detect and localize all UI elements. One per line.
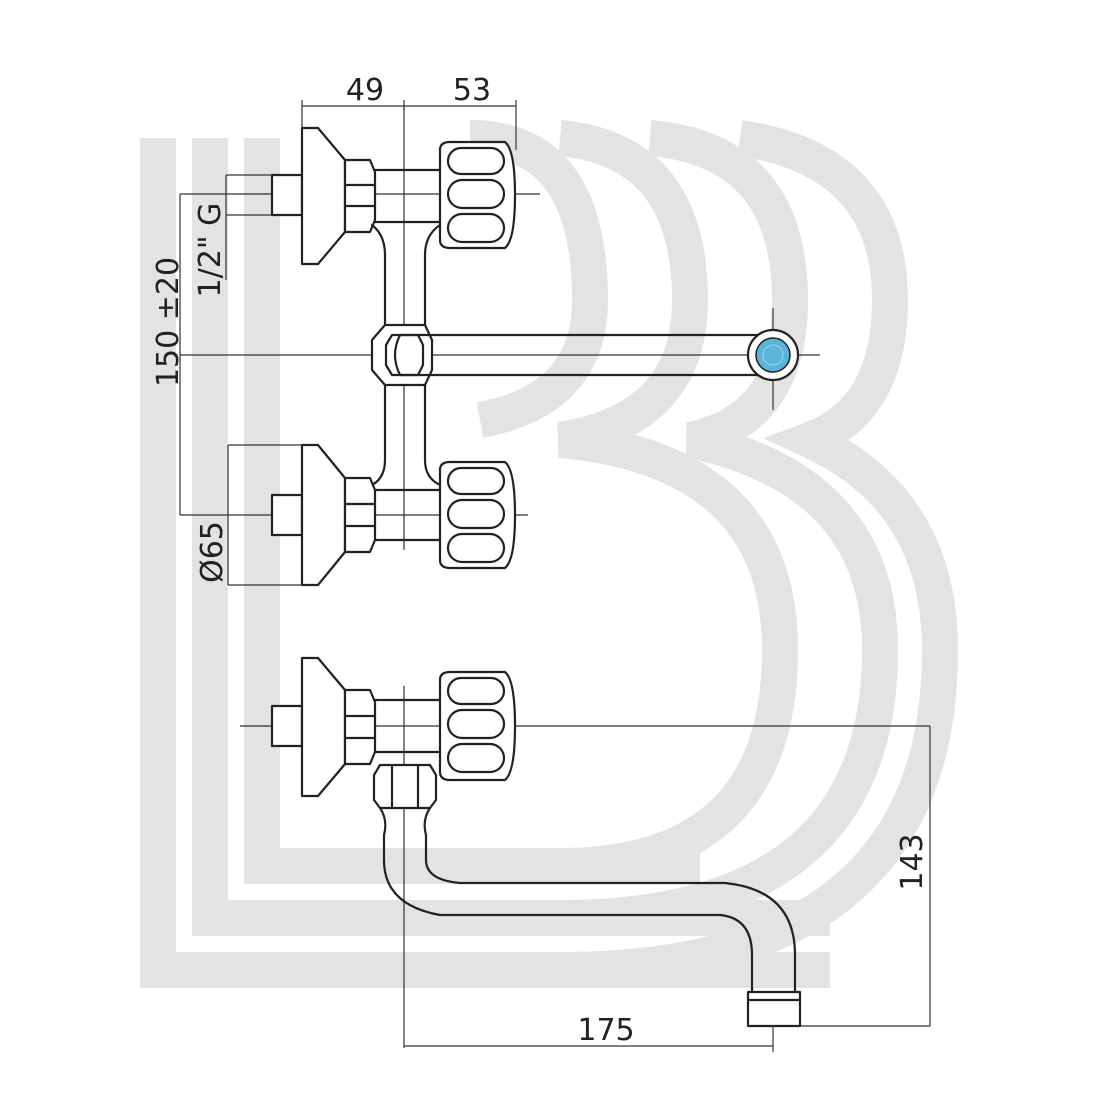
swivel-nut xyxy=(372,763,438,837)
label-diameter: Ø65 xyxy=(195,521,230,583)
dimension-175: 175 xyxy=(404,1013,774,1052)
top-inlet-assembly xyxy=(270,126,517,266)
aerator-mesh xyxy=(755,337,791,373)
front-handle xyxy=(438,670,517,782)
mixer-body xyxy=(370,223,442,487)
top-handle xyxy=(438,140,517,250)
watermark-logo xyxy=(140,120,959,988)
bottom-handle xyxy=(438,460,517,570)
dimension-thread: 1/2" G xyxy=(193,174,272,298)
dimension-143: 143 xyxy=(800,726,931,1027)
dimension-diameter: Ø65 xyxy=(195,444,302,586)
label-175: 175 xyxy=(577,1013,634,1048)
front-view: 143 175 xyxy=(240,656,931,1052)
dimension-53: 53 xyxy=(404,73,517,150)
dimension-150: 150 ±20 xyxy=(151,194,186,515)
top-view: 49 53 150 ±20 1/2" G Ø65 xyxy=(151,73,820,587)
label-49: 49 xyxy=(346,73,384,108)
dimension-49: 49 xyxy=(301,73,405,128)
label-143: 143 xyxy=(895,833,930,890)
bottom-inlet-assembly xyxy=(270,443,517,587)
label-thread: 1/2" G xyxy=(193,203,228,298)
spout-top xyxy=(393,328,800,382)
label-150: 150 ±20 xyxy=(151,257,186,387)
label-53: 53 xyxy=(453,73,491,108)
